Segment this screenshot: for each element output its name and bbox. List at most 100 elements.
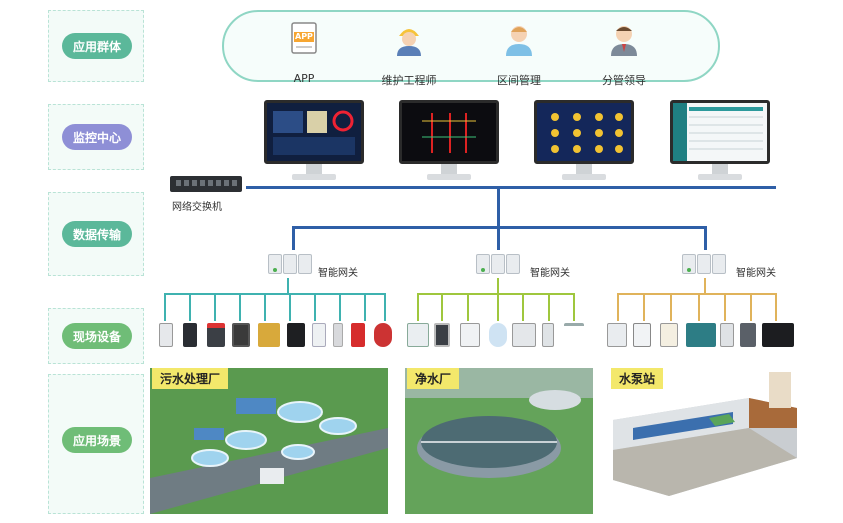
label-scenarios: 应用场景 [62,427,132,453]
device-probe [542,323,554,347]
device-camera [762,323,794,347]
device-display [232,323,250,347]
leader-icon [606,20,642,56]
monitor-3-base [562,174,606,180]
device-switchgear [686,323,716,347]
device-light-pole [564,323,584,347]
device-fan [374,323,392,347]
device-fridge [312,323,326,347]
gateway-3-label: 智能网关 [736,268,776,279]
gateway-drop-3 [704,226,707,250]
monitor-1-stand [306,164,322,174]
label-monitor-center: 监控中心 [62,124,132,150]
app-badge-text: APP [295,32,313,41]
gateway-drop-2 [497,226,500,250]
monitor-2-base [427,174,471,180]
device-motor [258,323,280,347]
user-engineer: 维护工程师 [369,20,449,88]
monitor-4-base [698,174,742,180]
bus-2-line [417,293,575,295]
bus-1-tap [314,293,316,321]
bus-3-tap [775,293,777,321]
monitor-2-stand [441,164,457,174]
bus-3-tap [724,293,726,321]
device-terminal [740,323,756,347]
bus-3-tap [643,293,645,321]
device-rack [512,323,536,347]
backbone-line [246,186,776,189]
user-app: APP APP [264,20,344,85]
device-panel [207,323,225,347]
monitor-4 [670,100,770,188]
bus-1-tap [214,293,216,321]
monitor-4-screen [670,100,770,164]
user-manager-label: 区间管理 [497,74,541,87]
scene-tag-sewage: 污水处理厂 [152,368,229,389]
scene-pump-station: 水泵站 [609,368,801,514]
bus-3-line [617,293,777,295]
bus-1-tap [364,293,366,321]
bus-2-tap [497,293,499,321]
user-engineer-label: 维护工程师 [381,74,437,87]
device-level-meter [607,323,627,347]
gateway-3 [682,254,728,276]
scene-tag-water: 净水厂 [407,368,460,389]
bus-2-tap [548,293,550,321]
gateway-1-label: 智能网关 [318,268,358,279]
bus-2-drop [497,278,499,294]
bus-2-tap [441,293,443,321]
scene-water-plant: 净水厂 [405,368,593,514]
bus-2-tap [522,293,524,321]
bus-3-tap [617,293,619,321]
user-group-panel: APP APP 维护工程师 区间管理 [222,10,720,87]
app-icon: APP [286,20,322,56]
monitor-2 [399,100,499,188]
bus-1-line [164,293,386,295]
bus-3-drop [704,278,706,294]
monitor-3-screen [534,100,634,164]
backbone-drop [497,188,500,228]
monitor-1-base [292,174,336,180]
network-switch [170,176,242,192]
monitor-3-stand [576,164,592,174]
bus-1-tap [239,293,241,321]
gateway-2-label: 智能网关 [530,268,570,279]
bus-1-tap [339,293,341,321]
bus-3-tap [698,293,700,321]
bus-1-tap [264,293,266,321]
bus-2-tap [467,293,469,321]
label-data-transfer: 数据传输 [62,221,132,247]
monitor-2-screen [399,100,499,164]
bus-2-tap [417,293,419,321]
gateway-drop-1 [292,226,295,250]
user-leader-label: 分管领导 [602,74,646,87]
engineer-icon [391,20,427,56]
device-water-meter [660,323,678,347]
bus-1-tap [384,293,386,321]
device-extinguisher [333,323,343,347]
bus-1-tap [189,293,191,321]
bus-3-tap [750,293,752,321]
bus-1-tap [164,293,166,321]
device-transmitter [407,323,429,347]
bus-3-tap [670,293,672,321]
scene-sewage-plant: 污水处理厂 [150,368,388,514]
monitor-1-screen [264,100,364,164]
user-manager: 区间管理 [479,20,559,88]
label-field-devices: 现场设备 [62,323,132,349]
scene-tag-pump: 水泵站 [611,368,664,389]
switch-label: 网络交换机 [172,202,222,213]
gateway-1 [268,254,314,276]
bus-1-drop [287,278,289,294]
user-leader: 分管领导 [584,20,664,88]
bus-2-tap [573,293,575,321]
device-analyzer [434,323,450,347]
monitor-3 [534,100,634,188]
gateway-2 [476,254,522,276]
monitor-1 [264,100,364,188]
device-controller [183,323,197,347]
device-flow-meter [633,323,651,347]
user-app-label: APP [293,72,315,85]
device-pump [351,323,365,347]
device-converter [720,323,734,347]
